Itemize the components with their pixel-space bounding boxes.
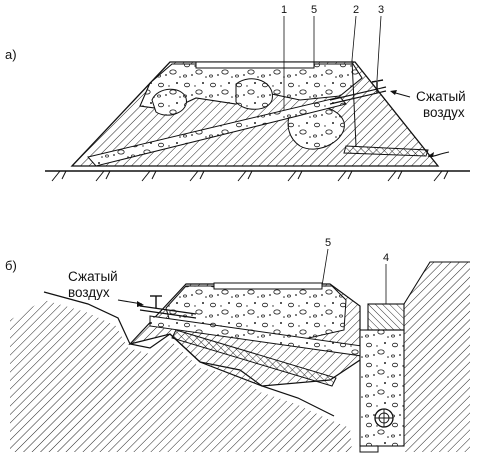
lance-a — [343, 59, 429, 157]
callout-b-5: 5 — [325, 237, 331, 249]
air-label-a-line2: воздух — [423, 105, 465, 120]
cavity-left-a — [151, 88, 187, 116]
air-label-b-line1: Сжатый — [68, 269, 118, 284]
ground-ticks-a — [51, 170, 449, 182]
right-slope-line-b — [403, 261, 470, 305]
air-label-b-line2: воздух — [68, 285, 110, 300]
injection-pipe-a — [329, 79, 387, 105]
drain-shaft-b — [359, 303, 405, 453]
callout-a-3: 3 — [378, 4, 384, 16]
air-arrow-head-a2 — [428, 152, 434, 157]
callout-a-2: 2 — [353, 4, 359, 16]
panel-label-b: б) — [5, 258, 17, 273]
air-arrow-head-a1 — [390, 90, 397, 95]
air-label-a-line1: Сжатый — [416, 89, 466, 104]
callout-b-4: 4 — [383, 252, 389, 264]
top-slab-a — [195, 61, 315, 69]
leader-lines-b — [321, 248, 387, 304]
panel-a: а) 1 5 2 3 Сжатый воздух — [5, 4, 470, 182]
callout-a-5: 5 — [311, 4, 317, 16]
right-slope-b — [404, 262, 470, 452]
air-arrow-head-b — [137, 301, 144, 307]
top-slab-b — [213, 282, 323, 290]
injection-channel-a — [87, 96, 347, 167]
panel-label-a: а) — [5, 47, 17, 62]
cavity-center-a — [235, 78, 273, 110]
leader-lines-a — [283, 15, 382, 110]
injection-pipe-b — [139, 295, 197, 319]
callout-a-1: 1 — [281, 4, 287, 16]
panel-b: б) 5 4 Сжатый воздух — [5, 237, 470, 453]
air-arrow-lower-a — [427, 151, 450, 158]
lance-b — [171, 329, 337, 387]
terrain-b — [10, 300, 352, 452]
